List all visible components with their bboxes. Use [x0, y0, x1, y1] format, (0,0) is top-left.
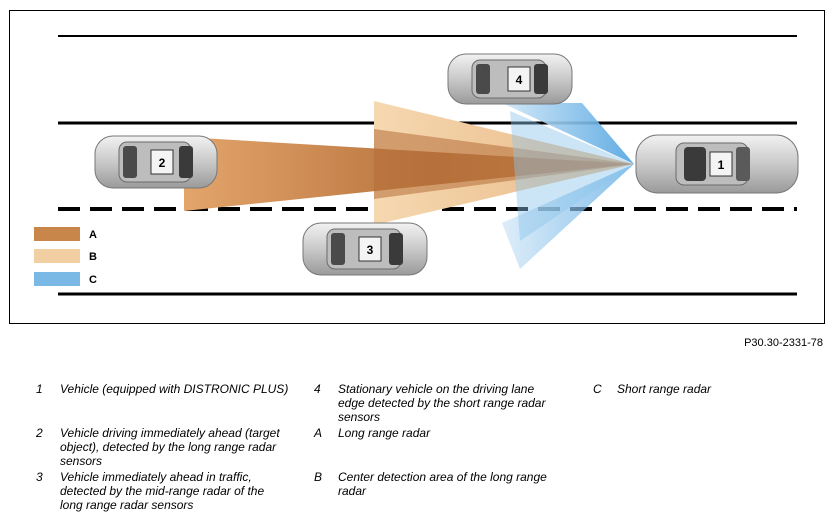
caption-text: Short range radar	[617, 382, 712, 396]
caption-text: Long range radar	[338, 426, 431, 440]
vehicle-1-number: 1	[718, 158, 725, 172]
figure-reference: P30.30-2331-78	[744, 337, 823, 349]
caption-key: 4	[314, 382, 321, 396]
legend-label-a: A	[89, 229, 97, 241]
long-range-radar-core	[374, 129, 634, 199]
short-range-radar-beam	[502, 103, 634, 164]
caption-text: Stationary vehicle on the driving lane e…	[338, 382, 546, 424]
legend-label-b: B	[89, 251, 97, 263]
legend: A B C	[34, 227, 97, 286]
legend-swatch-c	[34, 272, 80, 286]
caption-key: 1	[36, 382, 43, 396]
vehicle-3: 3	[302, 222, 428, 276]
short-range-radar-beam-lower	[502, 164, 634, 269]
caption-text: Vehicle (equipped with DISTRONIC PLUS)	[60, 382, 289, 396]
legend-swatch-b	[34, 249, 80, 263]
vehicle-4-number: 4	[516, 73, 523, 87]
radar-diagram: 1 2 3 4	[9, 10, 825, 324]
legend-label-c: C	[89, 274, 97, 286]
caption-text: Vehicle driving immediately ahead (targe…	[60, 426, 280, 468]
vehicle-2: 2	[94, 135, 218, 189]
legend-swatch-a	[34, 227, 80, 241]
caption-text: Vehicle immediately ahead in traffic, de…	[60, 470, 265, 512]
vehicle-3-number: 3	[367, 243, 374, 257]
short-range-radar-beam-mid	[510, 111, 634, 241]
vehicle-1: 1	[635, 134, 799, 194]
caption-key: A	[314, 426, 323, 440]
radar-diagram-canvas: 1 2 3 4	[34, 35, 799, 296]
caption-key: 2	[36, 426, 43, 440]
caption-key: 3	[36, 470, 43, 484]
vehicle-4: 4	[447, 53, 573, 105]
caption-key: B	[314, 470, 323, 484]
caption-text: Center detection area of the long range …	[338, 470, 547, 498]
caption-key: C	[593, 382, 602, 396]
vehicle-2-number: 2	[159, 156, 166, 170]
